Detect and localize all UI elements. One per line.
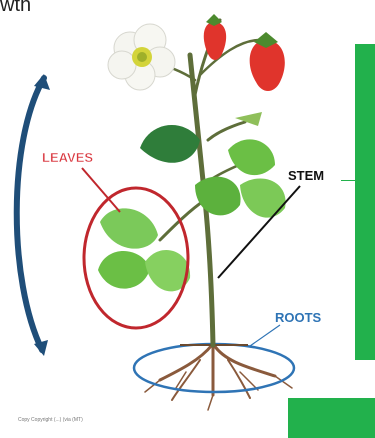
image-credit: Copy Copyright (...) (via (MT) xyxy=(18,417,83,423)
plant-diagram: LEAVES STEM ROOTS xyxy=(0,0,375,427)
leaves-label: LEAVES xyxy=(42,150,93,165)
leaf-cluster xyxy=(98,208,190,291)
stem-label: STEM xyxy=(288,168,324,183)
upper-leaves xyxy=(140,112,286,218)
strawberry-flower xyxy=(108,24,175,90)
curved-bracket-arrow xyxy=(17,74,50,356)
roots-label: ROOTS xyxy=(275,310,322,325)
roots xyxy=(145,345,292,410)
